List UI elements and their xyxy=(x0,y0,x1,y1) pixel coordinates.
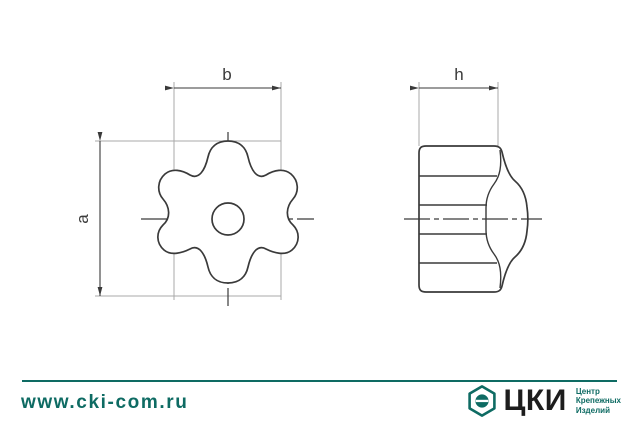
center-bore-circle xyxy=(211,202,245,236)
footer-divider xyxy=(22,380,617,382)
dimension-a: a xyxy=(73,132,103,296)
brand-tagline-line-3: Изделий xyxy=(575,405,610,415)
site-url[interactable]: www.cki-com.ru xyxy=(21,392,189,413)
front-view: b a xyxy=(73,65,314,306)
brand-logo[interactable]: ЦКИ Центр Крепежных Изделий xyxy=(467,384,621,418)
footer: www.cki-com.ru ЦКИ Центр Крепежных Издел… xyxy=(0,372,639,425)
brand-tagline-line-2: Крепежных xyxy=(575,396,621,406)
technical-drawing: b a xyxy=(73,65,542,306)
dimension-b-label: b xyxy=(222,65,231,84)
brand-tagline: Центр Крепежных Изделий xyxy=(574,387,621,415)
drawing-canvas: b a xyxy=(73,65,542,306)
side-view: h xyxy=(404,65,542,293)
dimension-b: b xyxy=(165,65,281,91)
hexagon-circle-icon xyxy=(467,385,496,417)
brand-tagline-line-1: Центр xyxy=(575,386,600,396)
dimension-a-label: a xyxy=(73,214,92,224)
brand-name: ЦКИ xyxy=(503,384,567,417)
side-profile-grooves xyxy=(419,175,497,264)
dimension-h-label: h xyxy=(454,65,463,84)
dimension-h: h xyxy=(410,65,498,91)
side-view-extension-lines xyxy=(418,82,499,146)
